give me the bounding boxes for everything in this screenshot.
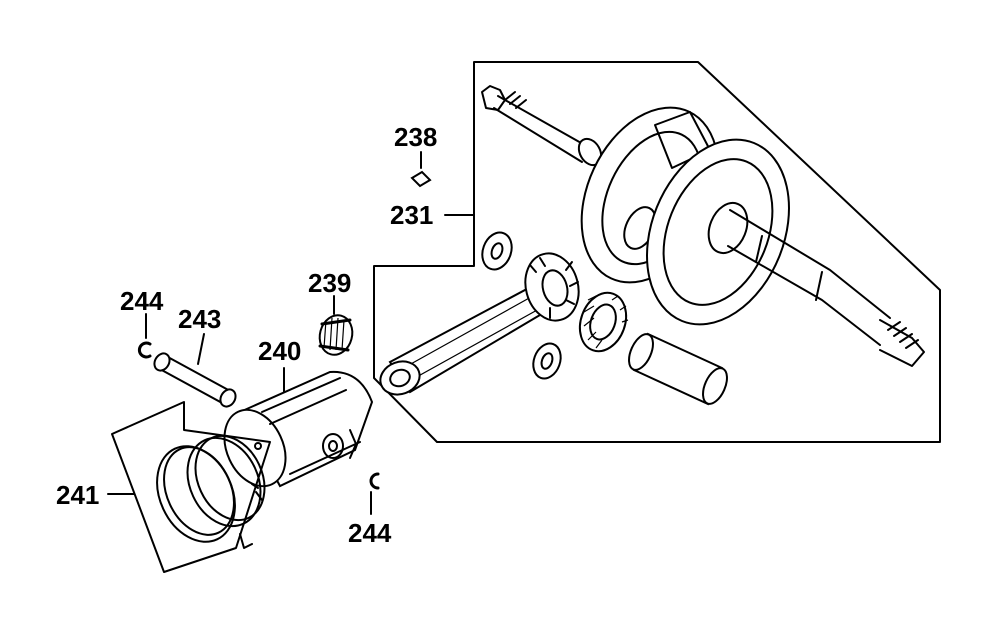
piston-rings bbox=[156, 434, 266, 549]
label-239: 239 bbox=[308, 268, 351, 298]
label-244-bottom: 244 bbox=[348, 518, 392, 548]
circlip-bottom bbox=[369, 472, 380, 490]
circlip-top bbox=[137, 341, 152, 359]
piston-rings-outline bbox=[111, 401, 271, 573]
piston-pin bbox=[153, 352, 237, 408]
connecting-rod bbox=[379, 252, 580, 396]
label-243: 243 bbox=[178, 304, 221, 334]
label-240: 240 bbox=[258, 336, 301, 366]
woodruff-key bbox=[410, 170, 432, 188]
piston bbox=[223, 370, 374, 488]
crank-pin bbox=[628, 332, 728, 406]
crankshaft-assembly bbox=[481, 85, 925, 367]
label-231: 231 bbox=[390, 200, 433, 230]
label-241: 241 bbox=[56, 480, 99, 510]
thrust-washer-top bbox=[481, 231, 513, 271]
crankshaft-group-outline bbox=[373, 61, 941, 443]
leader-243 bbox=[197, 333, 205, 365]
label-238: 238 bbox=[394, 122, 437, 152]
small-end-bearing bbox=[318, 314, 354, 356]
big-end-bearing bbox=[578, 291, 629, 353]
thrust-washer-bottom bbox=[532, 342, 562, 380]
label-244-top: 244 bbox=[120, 286, 164, 316]
